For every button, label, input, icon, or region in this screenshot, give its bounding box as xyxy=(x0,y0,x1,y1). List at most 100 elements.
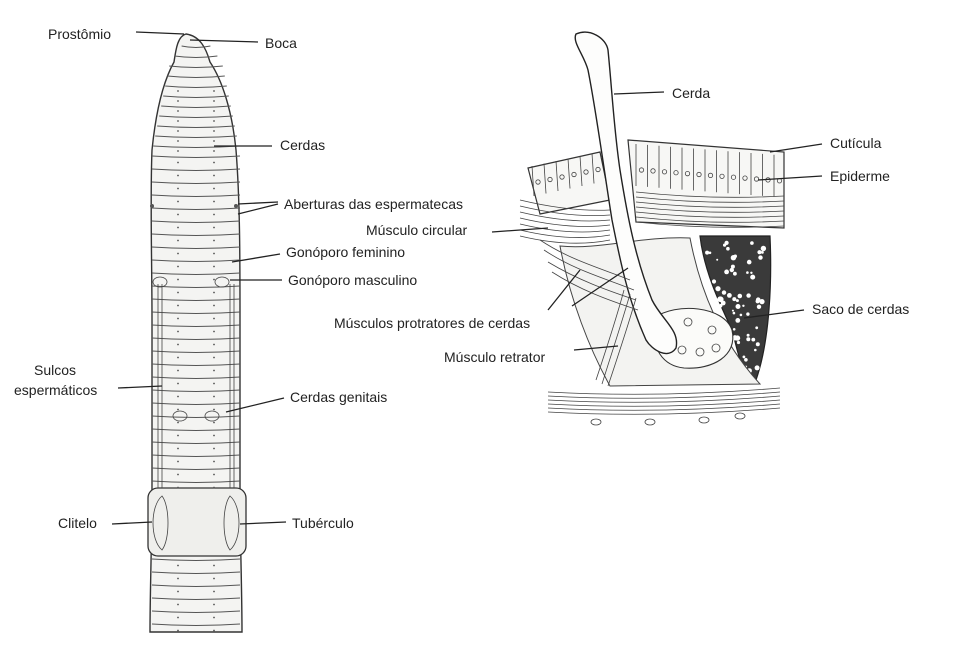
sac-speckle xyxy=(732,328,736,331)
sac-speckle xyxy=(737,293,743,299)
sac-speckle xyxy=(756,304,762,309)
label-cerdas-genitais: Cerdas genitais xyxy=(290,389,387,405)
epidermis-nucleus xyxy=(583,169,589,175)
epidermis-nucleus xyxy=(638,167,645,173)
segment-ring xyxy=(151,207,241,210)
segment-ring xyxy=(151,233,241,236)
segment-ring xyxy=(151,168,241,171)
sac-speckle xyxy=(746,259,752,265)
seta-dot xyxy=(213,150,215,152)
protractor-muscles xyxy=(539,239,639,311)
segment-ring xyxy=(163,95,229,98)
seta-dot xyxy=(213,213,215,216)
sac-speckle xyxy=(736,340,741,345)
setae-dots xyxy=(177,90,215,632)
seta-dot xyxy=(213,343,215,346)
segment-ring xyxy=(151,415,241,418)
segment-ring xyxy=(151,155,241,158)
sac-speckle xyxy=(750,274,756,280)
label-tuberculo: Tubérculo xyxy=(292,515,354,531)
epidermis-nucleus xyxy=(742,175,748,181)
base-muscle-layer xyxy=(547,387,781,415)
label-musculo-circular: Músculo circular xyxy=(366,222,467,238)
segment-ring xyxy=(151,272,241,275)
seta-dot xyxy=(177,486,179,489)
seta-dot xyxy=(177,369,179,372)
epidermis-cell-wall xyxy=(567,158,571,189)
label-gonoporo-masculino: Gonóporo masculino xyxy=(288,272,417,288)
seta-dot xyxy=(177,590,179,593)
left-leader-lines xyxy=(111,31,287,525)
seta-dot xyxy=(213,120,215,122)
seta-dot xyxy=(213,460,215,463)
segment-ring xyxy=(161,105,231,108)
sac-speckle xyxy=(751,337,756,342)
seta-dot xyxy=(213,408,215,411)
seta-dot xyxy=(213,382,215,385)
sac-speckle xyxy=(726,246,730,251)
sac-speckle xyxy=(750,241,754,245)
circular-muscle-lines xyxy=(519,191,785,244)
sac-speckle xyxy=(746,333,750,337)
seta-dot xyxy=(213,603,215,606)
label-cerdas: Cerdas xyxy=(280,137,325,153)
seta-dot xyxy=(213,278,215,281)
sac-speckle xyxy=(732,311,736,315)
seta-dot xyxy=(177,356,179,359)
spermatheca-opening-left xyxy=(150,204,154,208)
right-leader-lines xyxy=(491,91,823,351)
segment-ring xyxy=(165,85,227,88)
seta-dot xyxy=(177,408,179,411)
circular-fibre xyxy=(635,201,785,208)
sac-speckle xyxy=(742,304,745,307)
circular-fibre xyxy=(519,235,611,244)
earthworm-body xyxy=(147,33,247,633)
segment-ring xyxy=(151,610,241,613)
segment-ring xyxy=(169,65,223,68)
genital-setae-left xyxy=(172,410,188,422)
segment-ring xyxy=(155,135,237,138)
epidermis-nucleus xyxy=(661,169,668,175)
sac-speckle xyxy=(724,240,729,245)
segment-ring xyxy=(157,125,235,128)
seta-dot xyxy=(213,187,215,190)
seta-dot xyxy=(177,330,179,333)
segment-ring xyxy=(151,259,241,262)
epidermis-nucleus xyxy=(559,174,565,180)
retractor-muscle xyxy=(595,289,637,387)
segment-ring xyxy=(151,480,241,483)
sac-speckle xyxy=(715,286,721,292)
label-saco-de-cerdas: Saco de cerdas xyxy=(812,301,909,317)
seta-dot xyxy=(213,564,215,567)
epidermis-nucleus xyxy=(571,171,577,178)
epidermis-nucleus xyxy=(595,166,601,173)
sac-speckle xyxy=(724,269,729,275)
seta-dot xyxy=(213,226,215,229)
segment-ring xyxy=(151,181,241,184)
segment-ring xyxy=(174,55,218,58)
circular-fibre xyxy=(635,211,785,218)
seta-rod xyxy=(574,31,678,355)
sac-speckle xyxy=(757,250,762,255)
seta-dot xyxy=(213,304,215,307)
seta-dot xyxy=(177,130,179,132)
circular-fibre xyxy=(635,191,785,198)
seta-dot xyxy=(213,200,215,203)
epidermis-cell-wall xyxy=(555,160,559,192)
sac-speckle xyxy=(720,300,726,306)
segment-ring xyxy=(151,467,241,470)
segment-ring xyxy=(151,428,241,431)
segment-ring xyxy=(151,376,241,379)
setal-sac-speckles xyxy=(705,240,767,374)
seta-dot xyxy=(177,616,179,619)
label-clitelo: Clitelo xyxy=(58,515,97,531)
seta-dot xyxy=(213,317,215,320)
circular-fibre xyxy=(635,216,785,223)
segment-ring xyxy=(151,363,241,366)
circular-fibre xyxy=(519,223,611,233)
seta-dot xyxy=(177,187,179,190)
seta-dot xyxy=(213,330,215,333)
seta-dot xyxy=(177,317,179,320)
sac-speckle xyxy=(744,358,748,362)
